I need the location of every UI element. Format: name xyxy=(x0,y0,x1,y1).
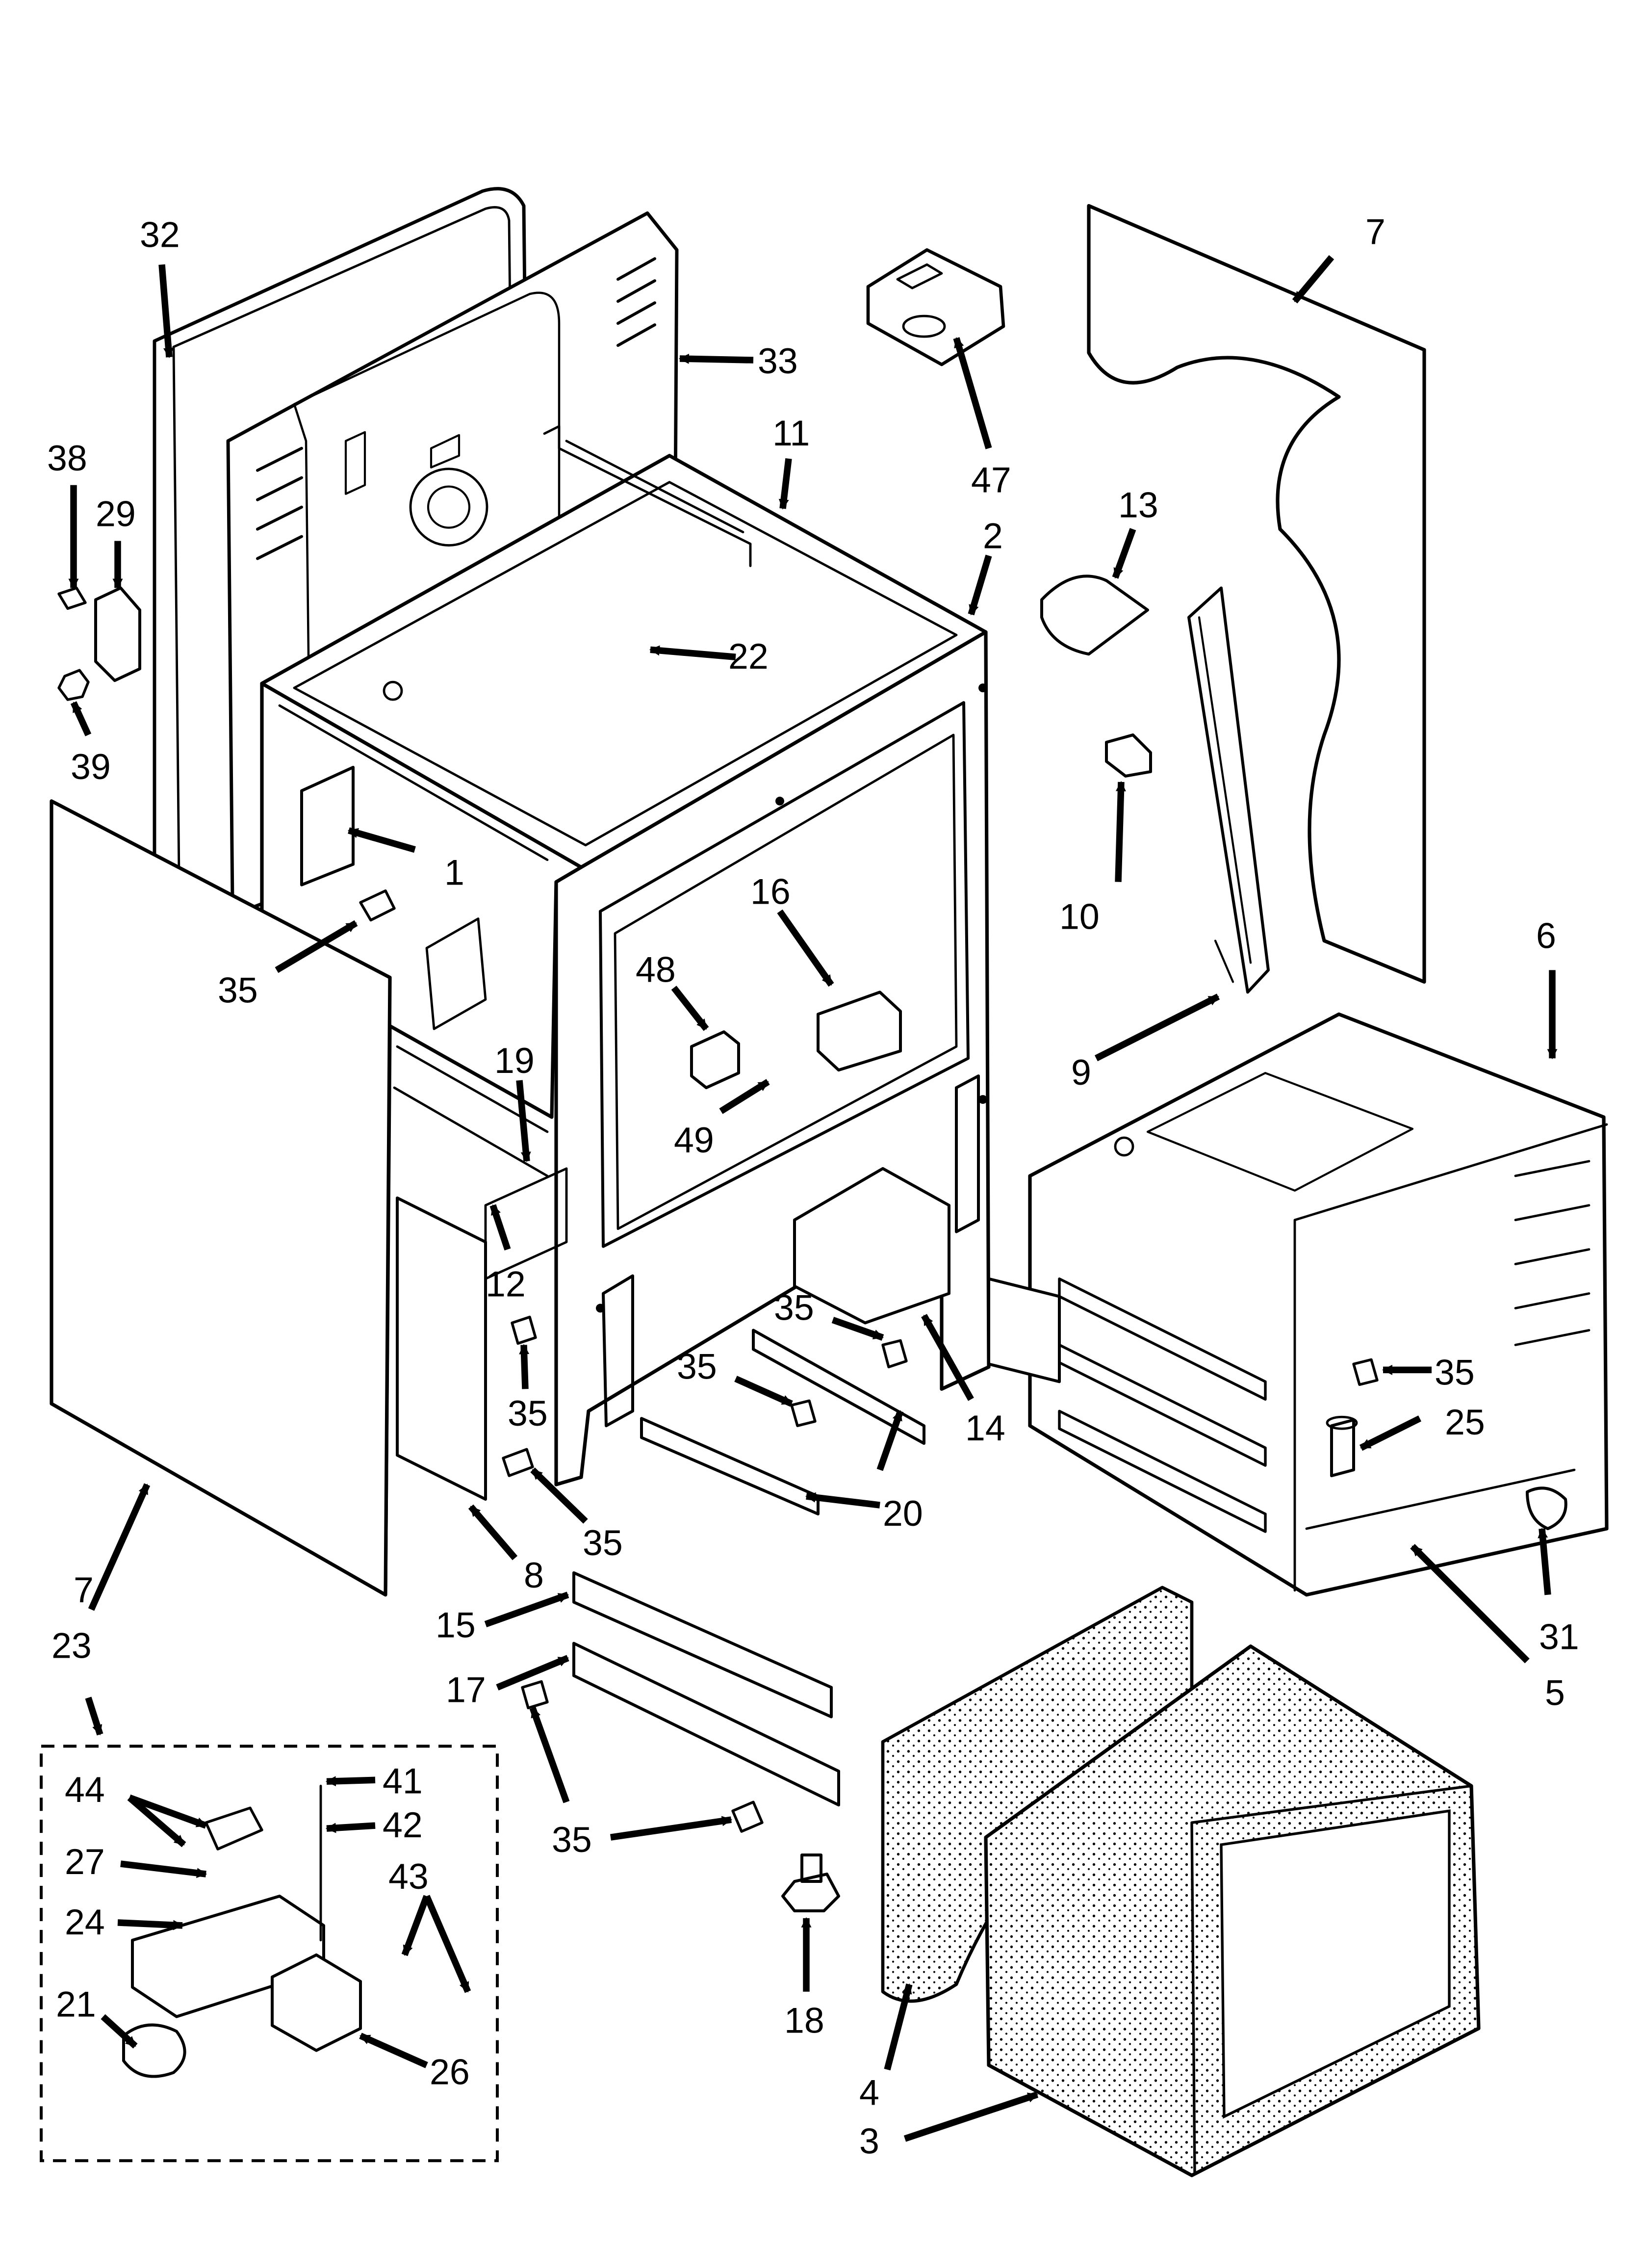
rail-part-15 xyxy=(572,1571,833,1719)
callout-13: 13 xyxy=(1118,485,1158,525)
vent-cover-part-47 xyxy=(866,248,1005,366)
callout-35-a: 35 xyxy=(218,970,258,1010)
callout-47: 47 xyxy=(971,460,1011,500)
callout-8: 8 xyxy=(524,1555,544,1595)
callout-23: 23 xyxy=(51,1626,92,1666)
callout-35-d: 35 xyxy=(1435,1352,1475,1392)
callout-27: 27 xyxy=(65,1842,105,1882)
screw-part-38 xyxy=(57,586,87,610)
callout-38: 38 xyxy=(47,438,87,478)
callout-35-b: 35 xyxy=(774,1288,814,1328)
callout-41: 41 xyxy=(383,1761,423,1801)
callout-35-c: 35 xyxy=(677,1346,717,1386)
leveling-leg-part-18 xyxy=(781,1853,840,1912)
frame-support-part-9 xyxy=(1187,586,1270,994)
subassembly-box-part-23 xyxy=(40,1745,499,2163)
callout-24: 24 xyxy=(65,1902,105,1942)
terminal-block-part-29 xyxy=(94,586,141,682)
bracket-part-13 xyxy=(1040,574,1149,656)
callout-22: 22 xyxy=(728,636,769,677)
callout-48: 48 xyxy=(636,949,676,990)
callout-17: 17 xyxy=(446,1670,486,1710)
callout-20: 20 xyxy=(883,1493,923,1534)
callout-7-left: 7 xyxy=(74,1570,94,1610)
callout-labels: 32 33 11 47 2 7 13 38 29 22 39 1 10 6 16… xyxy=(47,211,1579,2161)
knob-part-31 xyxy=(1526,1486,1567,1530)
switch-part-16 xyxy=(817,991,902,1072)
insulation-part-3 xyxy=(984,1644,1481,2177)
callout-32: 32 xyxy=(140,214,180,255)
leader-lines xyxy=(68,255,1558,2142)
callout-35-e: 35 xyxy=(508,1393,548,1434)
callout-14: 14 xyxy=(965,1408,1005,1448)
callout-12: 12 xyxy=(486,1264,526,1304)
switch-part-48 xyxy=(690,1030,740,1090)
callout-35-g: 35 xyxy=(552,1820,592,1860)
callout-3: 3 xyxy=(859,2121,879,2161)
callout-11: 11 xyxy=(772,413,810,453)
vent-part-14 xyxy=(793,1167,950,1325)
callout-33: 33 xyxy=(758,341,798,381)
callout-7-right: 7 xyxy=(1365,211,1385,252)
nut-part-39 xyxy=(57,669,90,701)
screw-part-35-group xyxy=(359,889,1379,1833)
callout-26: 26 xyxy=(430,2052,470,2092)
callout-29: 29 xyxy=(96,494,136,534)
bracket-part-20 xyxy=(640,1329,925,1515)
callout-19: 19 xyxy=(494,1041,535,1081)
callout-15: 15 xyxy=(436,1605,476,1645)
callout-10: 10 xyxy=(1059,897,1100,937)
callout-44: 44 xyxy=(65,1770,105,1810)
callout-4: 4 xyxy=(859,2072,879,2112)
callout-43: 43 xyxy=(388,1856,429,1897)
callout-49: 49 xyxy=(674,1120,714,1160)
callout-39: 39 xyxy=(71,747,111,787)
rail-part-17 xyxy=(572,1642,840,1807)
callout-5: 5 xyxy=(1545,1673,1565,1713)
bracket-part-1 xyxy=(300,765,355,886)
side-panel-part-7-right xyxy=(1087,204,1426,984)
callout-16: 16 xyxy=(750,872,791,912)
channel-part-8 xyxy=(396,1196,487,1501)
callout-18: 18 xyxy=(784,2001,824,2041)
side-panel-part-7-left xyxy=(50,799,392,1597)
callout-35-f: 35 xyxy=(583,1523,623,1563)
callout-42: 42 xyxy=(383,1805,423,1845)
callout-21: 21 xyxy=(56,1984,96,2025)
sensor-part-10 xyxy=(1105,733,1152,778)
callout-2: 2 xyxy=(983,516,1003,556)
oven-cavity-part-5 xyxy=(987,1012,1609,1597)
callout-6: 6 xyxy=(1536,916,1556,956)
callout-31: 31 xyxy=(1539,1617,1579,1657)
callout-9: 9 xyxy=(1071,1052,1091,1093)
callout-1: 1 xyxy=(444,853,464,893)
callout-25: 25 xyxy=(1445,1402,1485,1442)
